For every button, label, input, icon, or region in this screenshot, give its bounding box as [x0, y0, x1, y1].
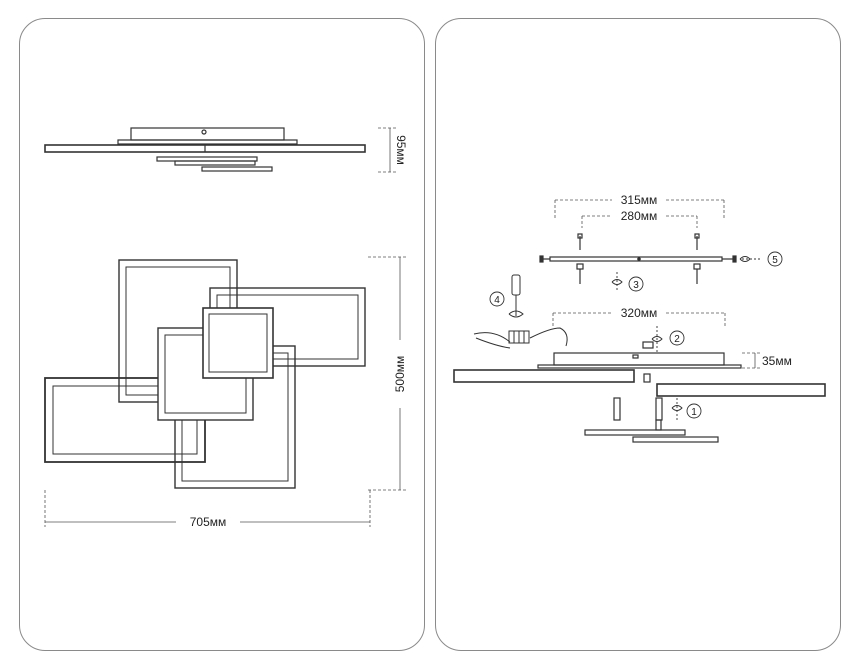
step-1-label: 1 — [691, 407, 697, 418]
lamp-body-exploded — [453, 341, 826, 443]
side-frame-mid2 — [174, 160, 256, 166]
dim-315-label: 315мм — [621, 193, 658, 207]
screwdriver-icon — [508, 274, 524, 318]
dim-95-group — [378, 127, 396, 173]
side-frame-bottom — [201, 166, 273, 172]
step-3: 3 — [628, 276, 644, 292]
step-5: 5 — [767, 251, 783, 267]
dim-500-group — [368, 256, 406, 491]
dim-35-group — [742, 352, 762, 369]
dim-320-group — [552, 312, 726, 328]
side-frame-mid — [156, 156, 258, 162]
frame-small-bar — [584, 429, 686, 436]
step-4: 4 — [489, 291, 505, 307]
dim-705-label: 705мм — [190, 515, 227, 529]
step-3-label: 3 — [633, 280, 639, 291]
frame-left-bar — [453, 369, 635, 383]
frame-small-inner — [208, 313, 268, 373]
side-screw — [201, 129, 207, 135]
right-panel — [435, 18, 841, 651]
step-1: 1 — [686, 403, 702, 419]
rotate-arrow-1 — [671, 405, 683, 411]
side-canopy — [130, 127, 285, 141]
rotate-arrow-2 — [651, 336, 663, 342]
dim-500-label: 500мм — [393, 356, 407, 393]
rotate-arrow-3 — [611, 279, 623, 285]
dim-95-label: 95мм — [394, 135, 408, 165]
dim-35-label: 35мм — [762, 354, 792, 368]
mounting-plate — [539, 233, 737, 284]
step-4-label: 4 — [494, 295, 500, 306]
dim-280-label: 280мм — [621, 209, 658, 223]
rotation-arrows — [611, 256, 762, 420]
dim-320-label: 320мм — [621, 306, 658, 320]
connector-left — [613, 397, 621, 421]
dim-705-group — [44, 490, 371, 527]
connector-right — [655, 397, 663, 421]
dim-280-group — [581, 215, 698, 228]
dim-315-group — [554, 199, 725, 220]
frame-right-bar — [656, 383, 826, 397]
connector-2 — [642, 341, 654, 349]
wires-terminal — [473, 327, 568, 349]
lamp-top-view — [44, 259, 366, 489]
frame-bottom-bar — [632, 436, 719, 443]
body-canopy — [553, 352, 725, 366]
lamp-side-view — [44, 127, 366, 172]
rotate-arrow-5 — [739, 256, 751, 262]
step-5-label: 5 — [772, 255, 778, 266]
mounting-bar — [549, 256, 723, 262]
frame-small-outer — [202, 307, 274, 379]
body-plate — [537, 364, 742, 369]
side-plate — [117, 139, 298, 145]
step-2-label: 2 — [674, 334, 680, 345]
step-2: 2 — [669, 330, 685, 346]
